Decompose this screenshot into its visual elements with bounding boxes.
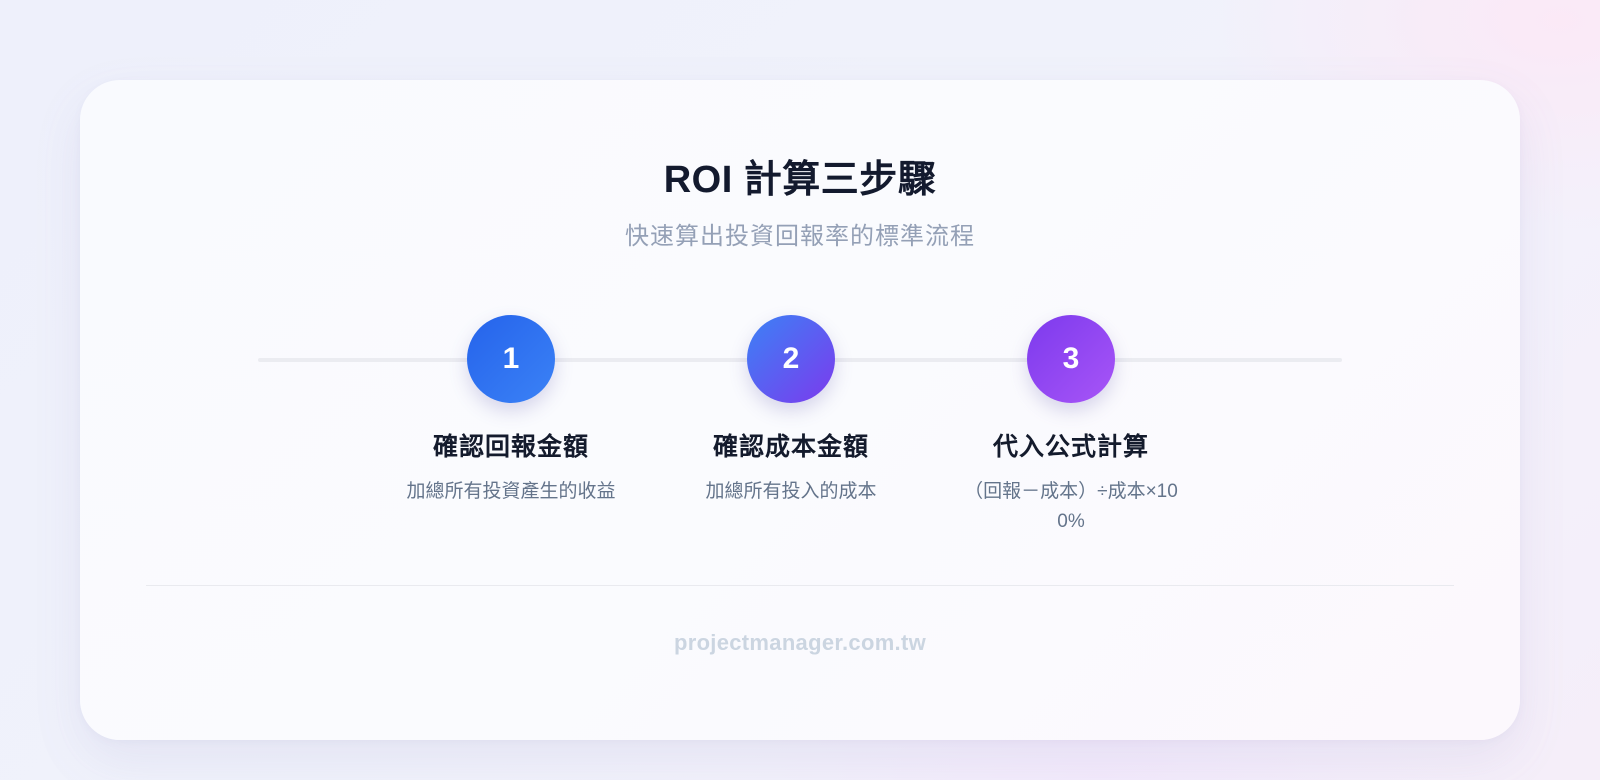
step-description: 加總所有投入的成本 [705, 481, 877, 502]
source-footer: projectmanager.com.tw [673, 630, 927, 655]
step-number-badge: 1 [467, 315, 555, 403]
step-number-badge: 3 [1027, 315, 1115, 403]
step-title: 確認回報金額 [432, 433, 589, 461]
step-number: 2 [782, 342, 800, 375]
roi-steps-card: ROI 計算三步驟 快速算出投資回報率的標準流程 1 確認回報金額 加總所有投資… [80, 80, 1520, 740]
step-1: 1 確認回報金額 加總所有投資產生的收益 [371, 315, 651, 507]
step-number-badge: 2 [747, 315, 835, 403]
step-title: 確認成本金額 [712, 433, 869, 461]
step-number: 3 [1062, 342, 1080, 375]
step-number: 1 [502, 342, 520, 375]
step-2: 2 確認成本金額 加總所有投入的成本 [651, 315, 931, 507]
footer-divider [146, 585, 1454, 586]
step-title: 代入公式計算 [992, 433, 1149, 461]
page-subtitle: 快速算出投資回報率的標準流程 [625, 223, 975, 250]
step-description: （回報－成本）÷成本×100% [964, 481, 1178, 532]
step-3: 3 代入公式計算 （回報－成本）÷成本×100% [931, 315, 1211, 537]
step-description: 加總所有投資產生的收益 [406, 481, 616, 502]
page-title: ROI 計算三步驟 [663, 159, 937, 201]
